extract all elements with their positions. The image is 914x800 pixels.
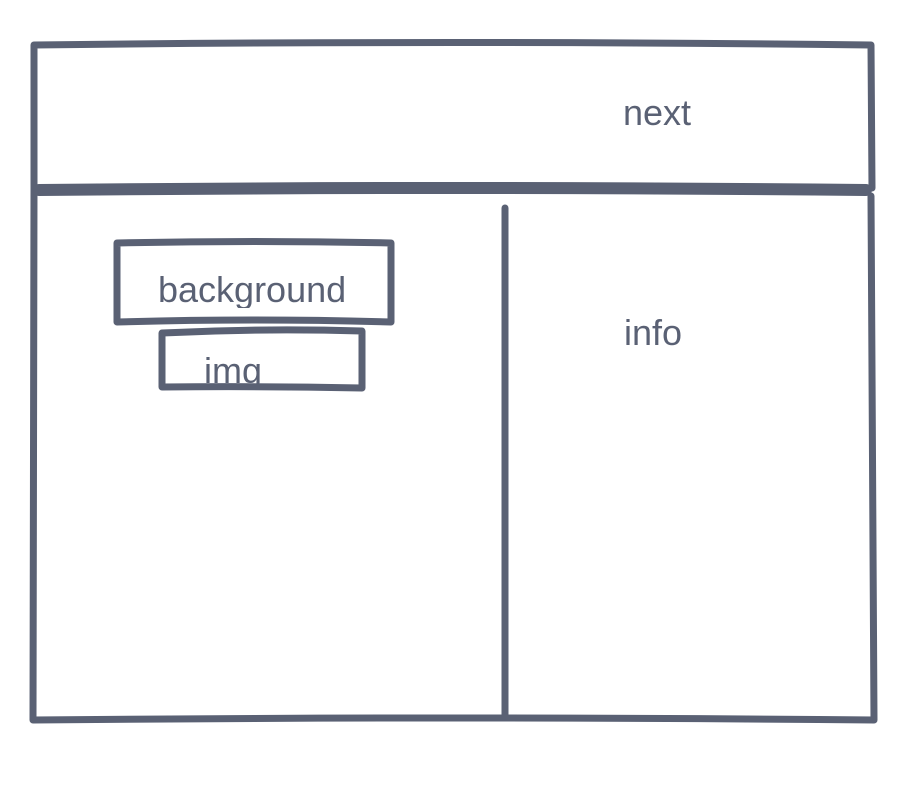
next-label[interactable]: next xyxy=(623,95,692,131)
info-label: info xyxy=(624,315,683,351)
background-box-label: background xyxy=(158,272,347,308)
img-box-label: img xyxy=(204,353,263,387)
header-divider xyxy=(33,182,872,196)
background-box xyxy=(113,238,395,326)
outer-frame xyxy=(29,39,878,724)
img-box xyxy=(158,326,366,392)
